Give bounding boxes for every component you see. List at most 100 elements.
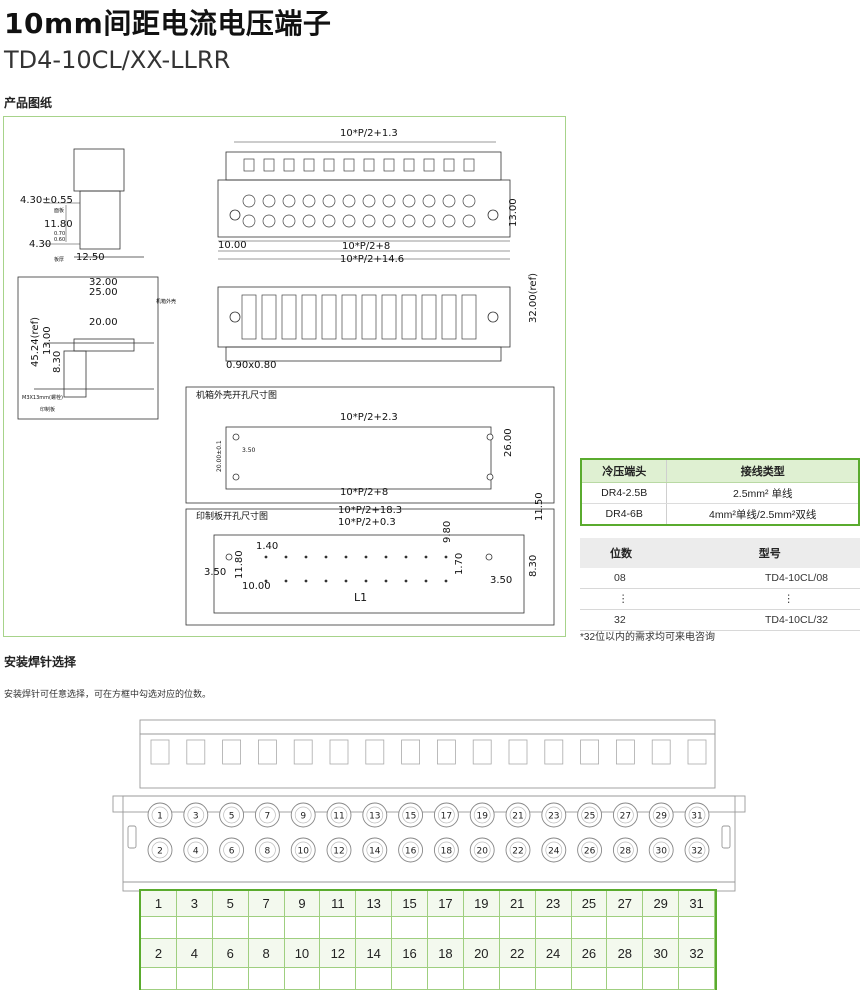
screw-terminal bbox=[648, 802, 674, 828]
pin-checkbox[interactable] bbox=[571, 968, 608, 990]
screw-head bbox=[473, 841, 491, 859]
screw-terminal bbox=[290, 837, 316, 863]
pcb-title: 印制板开孔尺寸图 bbox=[196, 510, 268, 522]
terminal-slot bbox=[616, 739, 635, 765]
pin-checkbox[interactable] bbox=[141, 968, 177, 990]
screw-terminal bbox=[541, 837, 567, 863]
pin-checkbox[interactable] bbox=[284, 968, 321, 990]
pin-checkbox[interactable] bbox=[499, 968, 536, 990]
dim-pcb-140: 1.40 bbox=[256, 541, 278, 552]
screw-head bbox=[366, 841, 384, 859]
dim-side-c: 4.30 bbox=[29, 239, 51, 250]
terminal-number: 5 bbox=[229, 812, 235, 822]
pin-checkbox[interactable] bbox=[320, 968, 357, 990]
terminal-slot bbox=[580, 739, 599, 765]
screw-terminal bbox=[648, 837, 674, 863]
table-cell: DR4-6B bbox=[581, 503, 668, 526]
screw-head bbox=[294, 841, 312, 859]
terminal-number: 12 bbox=[333, 847, 344, 857]
screw-head bbox=[151, 841, 169, 859]
terminal-number: 2 bbox=[157, 847, 163, 857]
dim-panel-20: 20.00 bbox=[89, 317, 118, 328]
pin-checkbox[interactable] bbox=[571, 917, 608, 939]
pin-checkbox[interactable] bbox=[499, 917, 536, 939]
dim-height-right: 13.00 bbox=[508, 198, 519, 227]
pin-checkbox[interactable] bbox=[643, 917, 680, 939]
pin-checkbox[interactable] bbox=[320, 917, 357, 939]
pin-number: 23 bbox=[535, 891, 572, 917]
pin-checkbox[interactable] bbox=[428, 968, 464, 990]
dim-cut-width: 10*P/2+2.3 bbox=[340, 412, 398, 423]
pin-checkbox[interactable] bbox=[643, 968, 680, 990]
wire-table-header: 接线类型 bbox=[666, 459, 859, 483]
pin-number: 25 bbox=[571, 891, 608, 917]
pin-checkbox[interactable] bbox=[463, 917, 500, 939]
pin-checkbox[interactable] bbox=[392, 968, 428, 990]
dim-pcb-350: 3.50 bbox=[204, 567, 226, 578]
pin-checkbox[interactable] bbox=[679, 968, 715, 990]
pin-number: 8 bbox=[248, 939, 285, 968]
terminal-number: 27 bbox=[620, 812, 631, 822]
pin-checkbox[interactable] bbox=[392, 917, 428, 939]
pin-checkbox[interactable] bbox=[284, 917, 321, 939]
screw-head bbox=[688, 806, 706, 824]
terminal-number: 8 bbox=[265, 847, 271, 857]
table-cell: 08 bbox=[580, 568, 680, 589]
screw-terminal bbox=[505, 837, 531, 863]
dim-side-d: 12.50 bbox=[76, 252, 105, 263]
pin-number: 13 bbox=[356, 891, 393, 917]
terminal-slot bbox=[150, 739, 170, 765]
pin-number: 14 bbox=[356, 939, 393, 968]
wire-table-header: 冷压端头 bbox=[581, 459, 668, 483]
pin-checkbox[interactable] bbox=[535, 917, 572, 939]
pin-checkbox[interactable] bbox=[607, 968, 644, 990]
table-row: 08 TD4-10CL/08 bbox=[580, 568, 860, 589]
pin-checkbox[interactable] bbox=[679, 917, 715, 939]
dim-top-width: 10*P/2+1.3 bbox=[340, 128, 398, 139]
pin-checkbox[interactable] bbox=[356, 917, 393, 939]
screw-head bbox=[330, 841, 348, 859]
pin-checkbox[interactable] bbox=[428, 917, 464, 939]
terminal-number: 18 bbox=[441, 847, 453, 857]
screw-terminal bbox=[469, 837, 495, 863]
pin-checkbox[interactable] bbox=[176, 968, 213, 990]
pin-number: 1 bbox=[141, 891, 177, 917]
pin-checkbox[interactable] bbox=[212, 968, 249, 990]
pin-number: 21 bbox=[499, 891, 536, 917]
screw-head bbox=[617, 806, 634, 824]
screw-head bbox=[545, 841, 563, 859]
pin-checkbox[interactable] bbox=[176, 917, 213, 939]
screw-terminal bbox=[433, 837, 459, 863]
dim-cut-height: 26.00 bbox=[503, 428, 514, 457]
dim-cut-small: 20.00±0.1 bbox=[216, 440, 223, 472]
pin-checkbox[interactable] bbox=[535, 968, 572, 990]
terminal-slot bbox=[472, 739, 492, 765]
pin-checkbox[interactable] bbox=[463, 968, 500, 990]
pin-checkbox[interactable] bbox=[607, 917, 644, 939]
dim-side-small3: 0.60 bbox=[54, 237, 65, 243]
dim-pin: 0.90x0.80 bbox=[226, 360, 276, 371]
dim-side-a: 4.30±0.55 bbox=[20, 195, 73, 206]
pin-checkbox[interactable] bbox=[356, 968, 393, 990]
screw-terminal bbox=[290, 802, 316, 828]
table-cell: TD4-10CL/32 bbox=[679, 609, 860, 631]
screw-terminal bbox=[362, 802, 388, 828]
screw-head bbox=[402, 806, 419, 824]
pin-checkbox[interactable] bbox=[212, 917, 249, 939]
screw-terminal bbox=[398, 837, 424, 863]
dim-pcb-17: 1.70 bbox=[454, 553, 465, 575]
pin-checkbox[interactable] bbox=[248, 917, 285, 939]
terminal-slot bbox=[222, 739, 242, 765]
pin-checkbox[interactable] bbox=[248, 968, 285, 990]
pin-number: 10 bbox=[284, 939, 321, 968]
terminal-number: 19 bbox=[476, 812, 488, 822]
screw-terminal bbox=[398, 802, 424, 828]
pin-number: 20 bbox=[463, 939, 500, 968]
pin-checkbox[interactable] bbox=[141, 917, 177, 939]
terminal-number: 14 bbox=[369, 847, 381, 857]
pin-number: 26 bbox=[571, 939, 608, 968]
screw-terminal bbox=[326, 837, 352, 863]
dim-panel-13: 13.00 bbox=[42, 326, 53, 355]
screw-terminal bbox=[147, 837, 173, 863]
